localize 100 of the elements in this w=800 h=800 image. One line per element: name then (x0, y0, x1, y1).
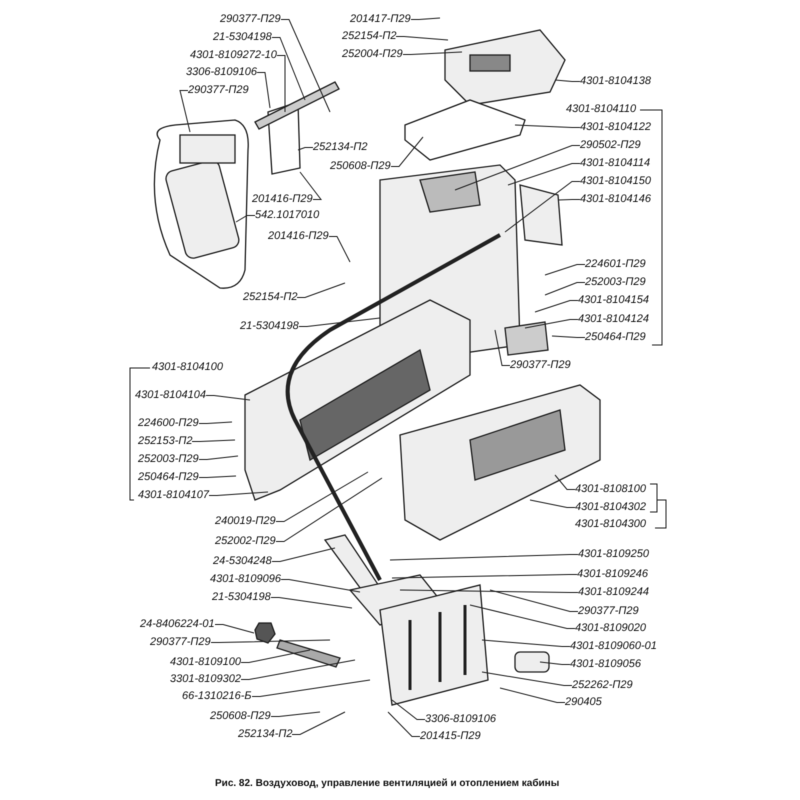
leader-line (392, 700, 426, 720)
part-number: 252134-П2 (313, 141, 368, 154)
leader-line (280, 19, 330, 112)
part-number: 4301-8109096 (210, 573, 281, 586)
part-number: 252003-П29 (138, 453, 199, 466)
part-number: 4301-8104107 (138, 489, 209, 502)
part-number: 24-5304248 (213, 555, 272, 568)
leader-line (396, 36, 448, 40)
leader-line (276, 55, 286, 112)
part-number: 201416-П29 (252, 193, 313, 206)
part-number: 4301-8108100 (575, 483, 646, 496)
leader-line (544, 282, 586, 296)
leader-line (240, 660, 356, 680)
part-number: 290377-П29 (220, 13, 281, 26)
part-number: 3301-8109302 (170, 673, 241, 686)
part-number: 250608-П29 (210, 710, 271, 723)
leader-line (508, 163, 580, 186)
leader-line (558, 199, 580, 200)
leader-line (388, 712, 420, 737)
leader-line (534, 300, 578, 312)
part-number: 201416-П29 (268, 230, 329, 243)
leader-line (208, 492, 268, 496)
part-number: 3306-8109106 (186, 66, 257, 79)
part-number: 4301-8109244 (578, 586, 649, 599)
leader-line (500, 688, 566, 703)
leader-line (490, 590, 578, 612)
part-number: 4301-8104146 (580, 193, 651, 206)
part-number: 4301-8109272-10 (190, 49, 277, 62)
part-number: 224600-П29 (138, 417, 199, 430)
knob-drawing (254, 622, 276, 644)
leader-line (270, 712, 320, 717)
part-number: 66-1310216-Б (182, 690, 252, 703)
leader-line (504, 181, 580, 232)
leader-line (530, 500, 576, 508)
part-number: 4301-8104300 (575, 518, 646, 531)
part-number: 4301-8104110 (566, 103, 636, 116)
part-number: 290502-П29 (580, 139, 641, 152)
part-number: 252153-П2 (138, 435, 192, 448)
part-number: 4301-8104138 (580, 75, 651, 88)
leader-line (554, 474, 576, 490)
part-number: 201417-П29 (350, 13, 411, 26)
leader-line (252, 680, 370, 697)
leader-line (256, 72, 270, 108)
leader-line (198, 422, 232, 424)
leader-line (454, 145, 580, 190)
part-number: 250464-П29 (585, 331, 646, 344)
leader-line (298, 318, 380, 327)
leader-line (482, 672, 572, 686)
part-number: 4301-8109250 (578, 548, 649, 561)
leader-line (280, 579, 360, 592)
leader-line (198, 476, 236, 478)
leader-line (554, 80, 580, 82)
part-number: 24-8406224-01 (140, 618, 215, 631)
leader-line (276, 472, 368, 522)
part-number: 4301-8104122 (580, 121, 651, 134)
leader-line (240, 650, 310, 663)
leader-line (402, 52, 462, 55)
part-number: 21-5304198 (213, 31, 272, 44)
leader-line (540, 662, 570, 665)
part-number: 4301-8104100 (152, 361, 223, 374)
leader-line (272, 37, 306, 100)
part-number: 252134-П2 (238, 728, 292, 741)
part-number: 290377-П29 (510, 359, 571, 372)
leader-line (270, 597, 352, 608)
leader-line (210, 640, 330, 643)
caption: Рис. 82. Воздуховод, управление вентиляцией и отоплением кабины (215, 777, 560, 791)
part-number: 201415-П29 (420, 730, 481, 743)
part-number: 4301-8104150 (580, 175, 651, 188)
part-number: 240019-П29 (215, 515, 276, 528)
leader-line (552, 336, 586, 338)
part-number: 4301-8104302 (575, 501, 646, 514)
part-number: 252262-П29 (572, 679, 633, 692)
leader-line (236, 215, 256, 222)
part-number: 252154-П2 (243, 291, 298, 304)
leader-line (296, 282, 346, 298)
leader-line (214, 624, 254, 634)
leader-line (328, 236, 350, 262)
leader-line (192, 440, 236, 442)
leader-line (206, 395, 250, 400)
leader-line (494, 330, 510, 366)
part-number: 290377-П29 (578, 605, 639, 618)
leader-line (300, 172, 322, 200)
leader-line (276, 478, 382, 542)
part-number: 252003-П29 (585, 276, 646, 289)
part-number: 224601-П29 (585, 258, 646, 271)
leader-line (298, 147, 314, 150)
part-number: 4301-8104104 (135, 389, 206, 402)
leader-line (272, 548, 336, 562)
leader-line (470, 604, 576, 629)
leader-line (292, 712, 346, 735)
part-number: 290377-П29 (188, 84, 249, 97)
leader-line (400, 590, 578, 593)
part-number: 4301-8104114 (580, 157, 650, 170)
part-number: 290405 (565, 696, 602, 709)
part-number: 21-5304198 (240, 320, 299, 333)
leader-line (410, 18, 440, 20)
part-number: 252154-П2 (342, 30, 396, 43)
part-number: 4301-8104124 (578, 313, 649, 326)
part-number: 542.1017010 (255, 209, 320, 222)
part-number: 21-5304198 (212, 591, 271, 604)
